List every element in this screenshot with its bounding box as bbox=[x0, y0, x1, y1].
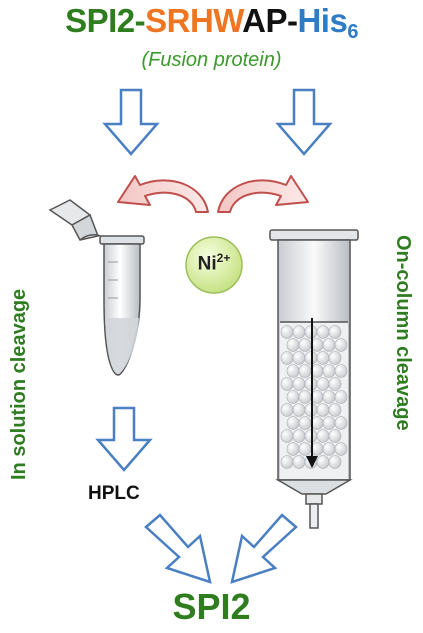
column-icon bbox=[269, 229, 359, 529]
resin-bead bbox=[292, 325, 306, 339]
resin-bead bbox=[280, 325, 294, 339]
resin-bead bbox=[286, 416, 300, 430]
resin-bead bbox=[298, 364, 312, 378]
resin-bead bbox=[316, 403, 330, 417]
resin-bead bbox=[328, 403, 342, 417]
title-ap: AP- bbox=[242, 2, 298, 39]
resin-bead bbox=[334, 390, 348, 404]
diagonal-arrow-icon-left bbox=[144, 513, 212, 584]
resin-bead bbox=[286, 390, 300, 404]
resin-bead bbox=[316, 325, 330, 339]
diagonal-arrow-icon-right bbox=[230, 513, 298, 584]
resin-bead bbox=[286, 364, 300, 378]
resin-bead bbox=[292, 351, 306, 365]
hplc-label: HPLC bbox=[88, 483, 140, 504]
resin-bead bbox=[286, 442, 300, 456]
resin-bead bbox=[280, 455, 294, 469]
resin-bead bbox=[316, 429, 330, 443]
product-label: SPI2 bbox=[172, 586, 251, 627]
resin-bead bbox=[316, 377, 330, 391]
resin-bead bbox=[280, 403, 294, 417]
resin-bead bbox=[328, 351, 342, 365]
tube-icon bbox=[48, 199, 145, 376]
resin-bead bbox=[298, 416, 312, 430]
resin-bead bbox=[292, 429, 306, 443]
resin-bead bbox=[334, 442, 348, 456]
title: SPI2-SRHWAP-His6 bbox=[0, 2, 423, 43]
ni-symbol: Ni bbox=[197, 253, 217, 275]
resin-bead bbox=[322, 338, 336, 352]
resin-bead bbox=[328, 325, 342, 339]
resin-bead bbox=[322, 442, 336, 456]
title-srhw: SRHW bbox=[145, 2, 243, 39]
resin-bead bbox=[322, 364, 336, 378]
resin-bead bbox=[328, 429, 342, 443]
curved-arrow-icon-left bbox=[117, 175, 209, 213]
ni-label: Ni2+ bbox=[185, 251, 243, 275]
down-arrow-icon-hplc bbox=[95, 406, 153, 472]
resin-bead bbox=[292, 377, 306, 391]
subtitle: (Fusion protein) bbox=[141, 49, 282, 71]
resin-bead bbox=[334, 364, 348, 378]
right-label: On-column cleavage bbox=[392, 235, 414, 431]
resin-bead bbox=[298, 390, 312, 404]
resin-bead bbox=[334, 338, 348, 352]
title-subscript: 6 bbox=[347, 21, 358, 43]
left-label: In solution cleavage bbox=[8, 288, 30, 480]
resin-bead bbox=[316, 351, 330, 365]
resin-bead bbox=[298, 338, 312, 352]
resin-bead bbox=[298, 442, 312, 456]
down-arrow-icon-right bbox=[275, 88, 333, 156]
curved-arrow-icon-right bbox=[217, 175, 309, 213]
ni-ball-icon bbox=[185, 236, 243, 294]
title-his: His bbox=[297, 2, 348, 39]
resin-bead bbox=[316, 455, 330, 469]
ni-charge: 2+ bbox=[216, 251, 231, 265]
resin-bead bbox=[328, 377, 342, 391]
resin-bead bbox=[280, 429, 294, 443]
resin-bead bbox=[292, 455, 306, 469]
resin-bead bbox=[322, 390, 336, 404]
resin-bead bbox=[286, 338, 300, 352]
resin-beads bbox=[280, 325, 348, 469]
resin-bead bbox=[328, 455, 342, 469]
resin-bead bbox=[280, 351, 294, 365]
resin-bead bbox=[280, 377, 294, 391]
down-arrow-icon-left bbox=[102, 88, 160, 156]
resin-bead bbox=[292, 403, 306, 417]
title-spi2: SPI2- bbox=[65, 2, 146, 39]
resin-bead bbox=[322, 416, 336, 430]
resin-bead bbox=[334, 416, 348, 430]
